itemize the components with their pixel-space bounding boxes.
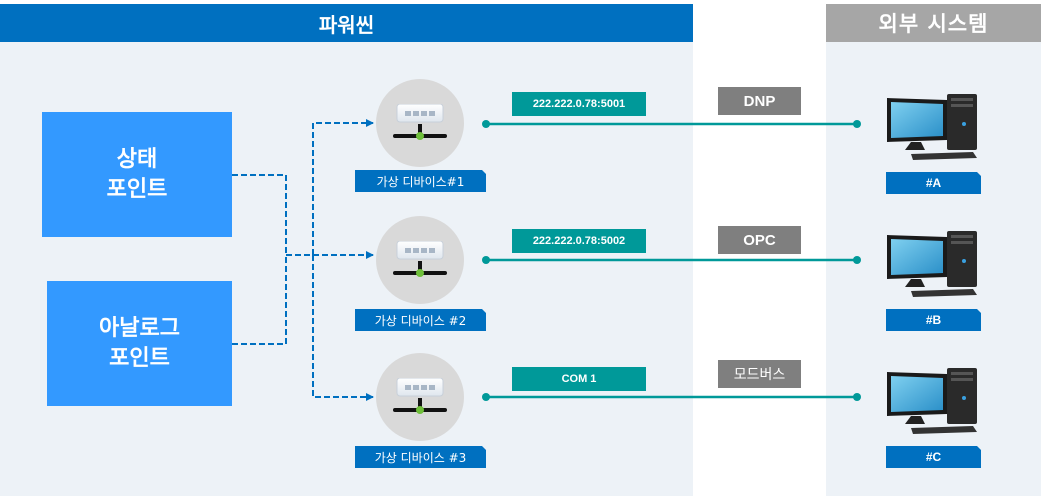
status-point-line1: 상태 — [116, 146, 158, 172]
status-point-block[interactable]: 상태 포인트 — [42, 112, 232, 237]
device-1-address: 222.222.0.78:5001 — [512, 92, 646, 116]
external-system-c-label: #C — [886, 446, 981, 468]
powerscene-header: 파워씬 — [0, 4, 693, 42]
dashed-link-device-3 — [312, 255, 374, 401]
virtual-device-2[interactable] — [376, 216, 464, 304]
connection-endpoint — [853, 120, 861, 128]
network-device-icon — [393, 378, 447, 414]
virtual-device-1[interactable] — [376, 79, 464, 167]
external-system-header: 외부 시스템 — [826, 4, 1041, 42]
analog-point-line2: 포인트 — [109, 345, 170, 371]
dashed-link-device-1 — [312, 119, 374, 255]
connection-endpoint — [853, 393, 861, 401]
analog-point-line1: 아날로그 — [99, 315, 180, 341]
protocol-modbus-label: 모드버스 — [718, 360, 801, 388]
virtual-device-1-label: 가상 디바이스#1 — [355, 170, 486, 192]
protocol-dnp-label: DNP — [718, 87, 801, 115]
analog-point-block[interactable]: 아날로그 포인트 — [47, 281, 232, 406]
computer-icon — [887, 94, 977, 160]
status-point-line2: 포인트 — [106, 176, 168, 202]
virtual-device-3[interactable] — [376, 353, 464, 441]
connection-endpoint — [482, 393, 490, 401]
external-computer-b[interactable] — [885, 231, 979, 297]
connection-endpoint — [482, 256, 490, 264]
connection-endpoint — [482, 120, 490, 128]
dashed-link-status-point — [232, 174, 287, 255]
device-2-address: 222.222.0.78:5002 — [512, 229, 646, 253]
computer-icon — [887, 368, 977, 434]
external-computer-c[interactable] — [885, 368, 979, 434]
external-system-a-label: #A — [886, 172, 981, 194]
computer-icon — [887, 231, 977, 297]
virtual-device-3-label: 가상 디바이스 #3 — [355, 446, 486, 468]
external-system-b-label: #B — [886, 309, 981, 331]
virtual-device-2-label: 가상 디바이스 #2 — [355, 309, 486, 331]
device-3-address: COM 1 — [512, 367, 646, 391]
connection-endpoint — [853, 256, 861, 264]
external-computer-a[interactable] — [885, 94, 979, 160]
network-device-icon — [393, 241, 447, 277]
network-device-icon — [393, 104, 447, 140]
dashed-link-analog-point — [232, 255, 287, 345]
protocol-opc-label: OPC — [718, 226, 801, 254]
